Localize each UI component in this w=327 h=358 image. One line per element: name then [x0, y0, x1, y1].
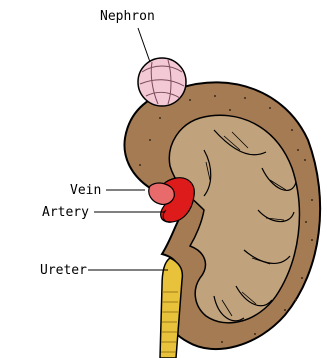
nephron-illustration: [138, 58, 186, 106]
nephron-label: Nephron: [100, 9, 155, 24]
vein-vessel: [149, 183, 175, 204]
vein-label: Vein: [70, 183, 101, 198]
ureter-tube: [160, 258, 182, 358]
artery-label: Artery: [42, 205, 89, 220]
ureter-label: Ureter: [40, 263, 87, 278]
